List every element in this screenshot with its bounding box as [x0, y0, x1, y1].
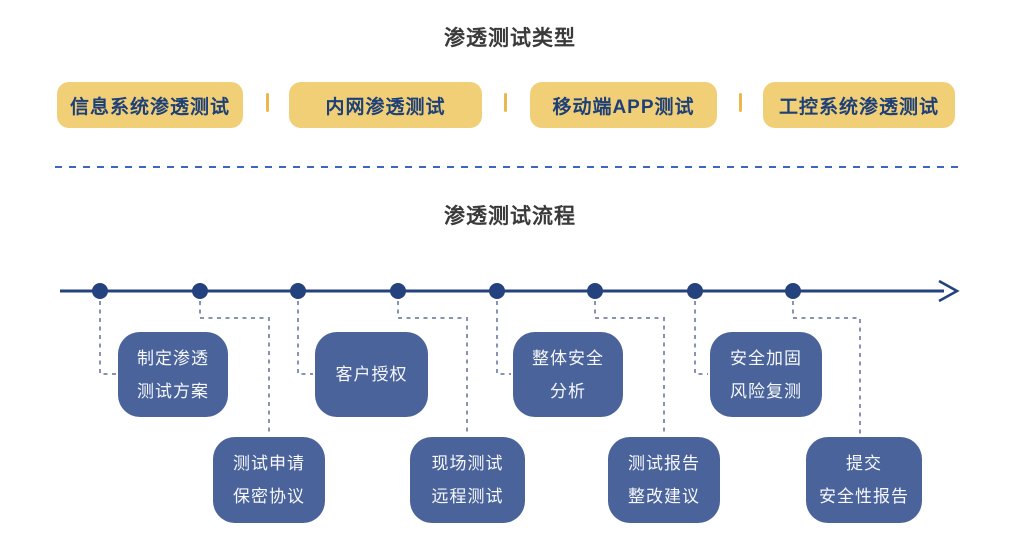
timeline-arrow-icon [938, 279, 960, 303]
step-label-line: 客户授权 [335, 365, 408, 384]
type-pill-ics: 工控系统渗透测试 [763, 82, 955, 128]
timeline-dot [192, 283, 208, 299]
step-label-line: 保密协议 [233, 487, 305, 506]
process-step-report-suggestions: 测试报告 整改建议 [608, 437, 720, 523]
step-label-line: 制定渗透 [137, 348, 209, 368]
process-step-authorization: 客户授权 [315, 332, 428, 417]
pill-divider-icon [504, 93, 507, 112]
step-label-line: 分析 [550, 381, 586, 401]
step-label-line: 安全加固 [730, 348, 802, 368]
step-label-line: 测试申请 [233, 454, 305, 473]
process-step-plan: 制定渗透 测试方案 [118, 332, 228, 417]
step-label-line: 远程测试 [431, 487, 504, 506]
process-step-application-nda: 测试申请 保密协议 [213, 437, 325, 523]
pill-divider-icon [739, 93, 742, 112]
section-divider-dashed-line [55, 166, 965, 168]
timeline-dot [587, 283, 603, 299]
timeline-dot [92, 283, 108, 299]
type-pill-mobile-app: 移动端APP测试 [530, 82, 717, 128]
timeline-dot [785, 283, 801, 299]
step-label-line: 整改建议 [628, 487, 700, 506]
timeline-dot [489, 283, 505, 299]
types-section-title: 渗透测试类型 [444, 27, 576, 50]
timeline-dot [290, 283, 306, 299]
connector-dashed-line [297, 301, 313, 375]
process-section-title: 渗透测试流程 [444, 205, 576, 228]
type-pill-info-system: 信息系统渗透测试 [57, 82, 243, 128]
process-step-onsite-remote-testing: 现场测试 远程测试 [410, 437, 525, 523]
step-label-line: 提交 [846, 454, 882, 473]
timeline-dot [390, 283, 406, 299]
type-pill-intranet: 内网渗透测试 [289, 82, 482, 128]
connector-dashed-line [694, 301, 708, 375]
connector-dashed-line [99, 301, 116, 375]
process-step-hardening-retest: 安全加固 风险复测 [710, 332, 822, 417]
process-step-analysis: 整体安全 分析 [513, 332, 623, 417]
step-label-line: 测试方案 [137, 381, 209, 401]
step-label-line: 风险复测 [730, 381, 802, 401]
step-label-line: 整体安全 [532, 348, 604, 368]
step-label-line: 安全性报告 [819, 487, 909, 506]
step-label-line: 现场测试 [431, 454, 504, 473]
pill-divider-icon [266, 93, 269, 112]
process-step-submit-report: 提交 安全性报告 [806, 437, 922, 523]
timeline-dot [687, 283, 703, 299]
step-label-line: 测试报告 [628, 454, 700, 473]
connector-dashed-line [496, 301, 511, 375]
